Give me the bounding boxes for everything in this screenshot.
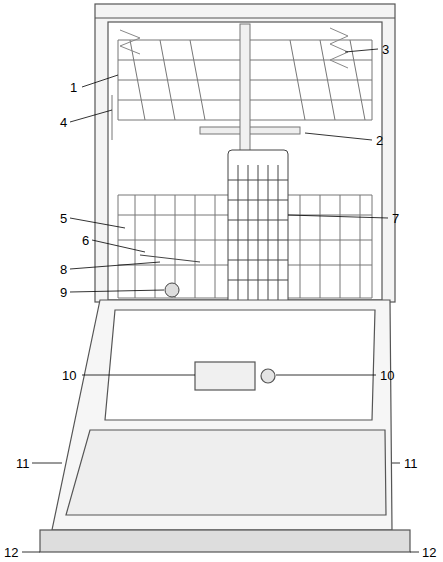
callout-number: 12 (4, 545, 18, 560)
leader-lines (22, 49, 419, 552)
door (40, 300, 410, 552)
callout-number: 5 (60, 211, 67, 226)
callout-number: 1 (70, 80, 77, 95)
cutlery-basket (228, 150, 288, 310)
callout-number: 11 (404, 456, 418, 471)
callout-number: 9 (60, 285, 67, 300)
callout-number: 6 (82, 233, 89, 248)
callout-number: 10 (62, 368, 76, 383)
callout-number: 7 (392, 211, 399, 226)
callout-number: 12 (422, 545, 436, 560)
callout-number: 2 (376, 133, 383, 148)
callout-number: 8 (60, 262, 67, 277)
callout-number: 4 (60, 115, 67, 130)
callout-number: 10 (380, 368, 394, 383)
callout-number: 11 (16, 456, 30, 471)
callout-number: 3 (382, 42, 389, 57)
